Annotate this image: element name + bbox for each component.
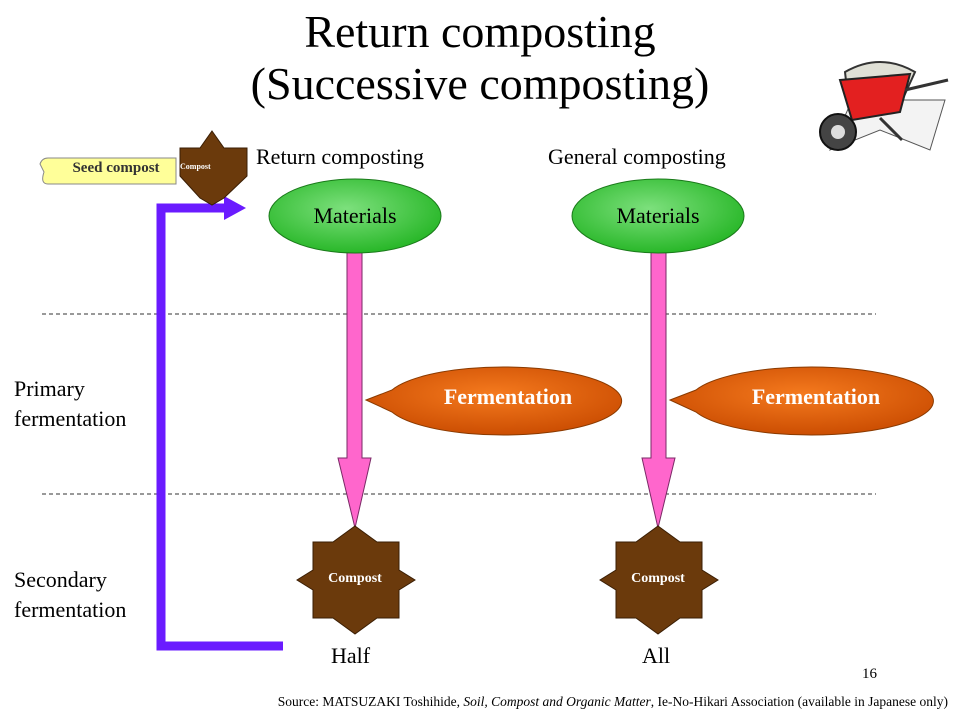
primary-label-line-2: fermentation [14,406,127,431]
source-prefix: Source: MATSUZAKI Toshihide, [277,694,464,709]
general-materials-node [571,178,745,254]
secondary-fermentation-label: Secondary fermentation [14,565,126,625]
general-compost-star [599,525,719,635]
source-citation: Source: MATSUZAKI Toshihide, Soil, Compo… [0,694,960,710]
return-result-label: Half [331,643,371,668]
general-result-label: All [642,643,671,668]
general-composting-heading: General composting [548,144,726,169]
general-fermentation-node [668,366,934,436]
source-book-title: Soil, Compost and Organic Matter [463,694,651,709]
return-loop-arrow [156,203,283,651]
return-composting-heading: Return composting [256,144,425,169]
return-loop-arrowhead [224,196,246,220]
seed-compost-star-label: Compost [180,162,211,171]
title-line-1: Return composting [304,6,656,57]
seed-compost-star [179,130,248,206]
general-fermentation-label: Fermentation [751,384,881,409]
secondary-label-line-2: fermentation [14,597,127,622]
wheelbarrow-icon [819,61,949,151]
return-fermentation-label: Fermentation [443,384,573,409]
return-materials-label: Materials [313,203,397,228]
return-compost-label: Compost [328,571,382,586]
return-fermentation-node [364,366,623,436]
primary-fermentation-label: Primary fermentation [14,374,126,434]
secondary-label-line-1: Secondary [14,567,107,592]
primary-label-line-1: Primary [14,376,85,401]
general-compost-label: Compost [631,571,685,586]
general-flow-arrow [641,249,676,529]
seed-compost-label: Seed compost [72,160,160,176]
seed-compost-callout [39,157,177,185]
page-number: 16 [862,666,877,682]
return-flow-arrow [337,249,372,529]
title-line-2: (Successive composting) [250,58,710,109]
page-title: Return composting (Successive composting… [0,6,960,110]
return-materials-node [268,178,442,254]
general-materials-label: Materials [616,203,700,228]
return-compost-star [296,525,416,635]
source-suffix: , Ie-No-Hikari Association (available in… [650,694,948,709]
